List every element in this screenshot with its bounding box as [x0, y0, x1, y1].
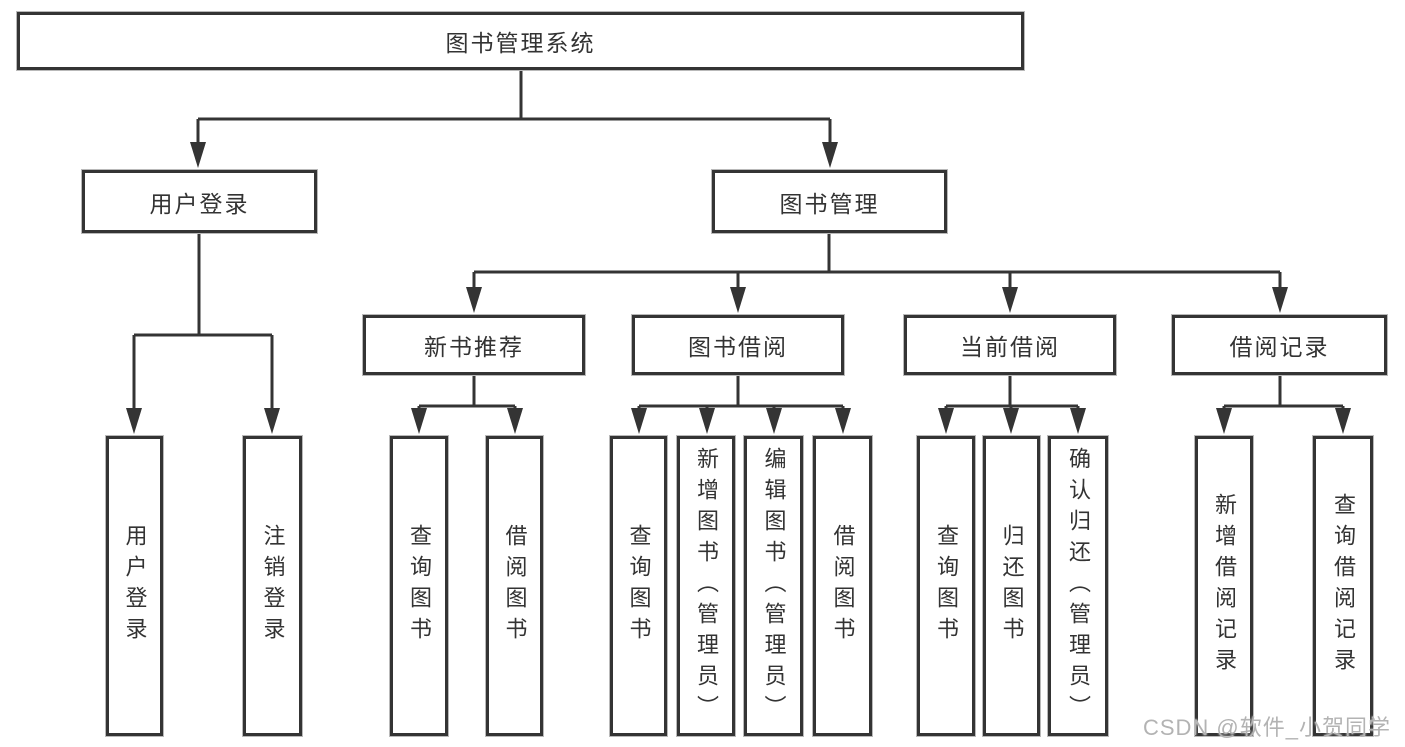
node-label: 新增借阅记录	[1212, 493, 1237, 679]
leaf-query-books-3: 查询图书	[917, 436, 975, 736]
node-label: 当前借阅	[960, 334, 1060, 360]
node-label: 查询图书	[626, 524, 652, 648]
arrowhead-down	[938, 408, 954, 434]
leaf-query-borrow-record: 查询借阅记录	[1313, 436, 1373, 736]
connector-current-borrow-fork	[944, 375, 1080, 412]
node-label: 归还图书	[999, 524, 1025, 648]
connector-book-borrow-fork	[637, 375, 845, 412]
leaf-logout: 注销登录	[243, 436, 302, 736]
arrowhead-down	[1335, 408, 1351, 434]
node-label: 查询图书	[934, 524, 959, 648]
node-label: 用户登录	[122, 524, 148, 648]
node-book-management: 图书管理	[712, 170, 947, 233]
arrowhead-down	[1070, 408, 1086, 434]
arrowhead-down	[126, 408, 142, 434]
arrowhead-down	[507, 408, 523, 434]
arrowhead-down	[822, 142, 838, 168]
node-current-borrow: 当前借阅	[904, 315, 1116, 375]
connector-root-fork	[196, 70, 832, 146]
leaf-add-books-admin: 新增图书（管理员）	[677, 436, 735, 736]
connector-book-management-fork	[472, 233, 1282, 291]
node-user-login: 用户登录	[82, 170, 317, 233]
arrowhead-down	[1003, 408, 1019, 434]
arrowhead-down	[730, 287, 746, 313]
arrowhead-down	[1002, 287, 1018, 313]
arrowhead-down	[264, 408, 280, 434]
node-label: 新增图书（管理员）	[694, 446, 719, 726]
arrowhead-down	[766, 408, 782, 434]
connector-borrow-records-fork	[1222, 375, 1345, 412]
arrowhead-down	[835, 408, 851, 434]
csdn-watermark: CSDN @软件_小贺同学	[1142, 715, 1391, 740]
node-borrow-records: 借阅记录	[1172, 315, 1387, 375]
node-label: 借阅图书	[830, 524, 856, 648]
arrowhead-down	[466, 287, 482, 313]
node-book-borrow: 图书借阅	[632, 315, 844, 375]
leaf-edit-books-admin: 编辑图书（管理员）	[744, 436, 803, 736]
node-label: 借阅记录	[1229, 334, 1330, 360]
leaf-borrow-books-2: 借阅图书	[813, 436, 872, 736]
leaf-borrow-books-1: 借阅图书	[486, 436, 543, 736]
node-label: 图书借阅	[688, 334, 788, 360]
connector-user-login-fork	[132, 233, 274, 412]
arrowhead-down	[1272, 287, 1288, 313]
node-label: 图书管理	[779, 190, 880, 217]
arrowhead-down	[1216, 408, 1232, 434]
connector-new-book-fork	[417, 375, 517, 412]
leaf-query-books-2: 查询图书	[610, 436, 667, 736]
arrowhead-down	[631, 408, 647, 434]
arrowhead-down	[699, 408, 715, 434]
node-label: 查询图书	[407, 524, 432, 648]
node-label: 用户登录	[149, 190, 250, 217]
node-label: 注销登录	[260, 524, 286, 648]
arrowhead-down	[411, 408, 427, 434]
node-label: 编辑图书（管理员）	[761, 446, 787, 726]
leaf-return-books: 归还图书	[983, 436, 1040, 736]
node-label: 图书管理系统	[445, 30, 596, 56]
leaf-add-borrow-record: 新增借阅记录	[1195, 436, 1253, 736]
leaf-query-books-1: 查询图书	[390, 436, 448, 736]
node-library-management-system: 图书管理系统	[17, 12, 1024, 70]
leaf-user-login: 用户登录	[106, 436, 163, 736]
node-label: 确认归还（管理员）	[1066, 446, 1091, 726]
node-label: 借阅图书	[502, 524, 528, 648]
node-label: 新书推荐	[424, 334, 524, 360]
node-new-book-recommend: 新书推荐	[363, 315, 585, 375]
node-label: 查询借阅记录	[1331, 493, 1356, 679]
leaf-confirm-return-admin: 确认归还（管理员）	[1048, 436, 1108, 736]
arrowhead-down	[190, 142, 206, 168]
